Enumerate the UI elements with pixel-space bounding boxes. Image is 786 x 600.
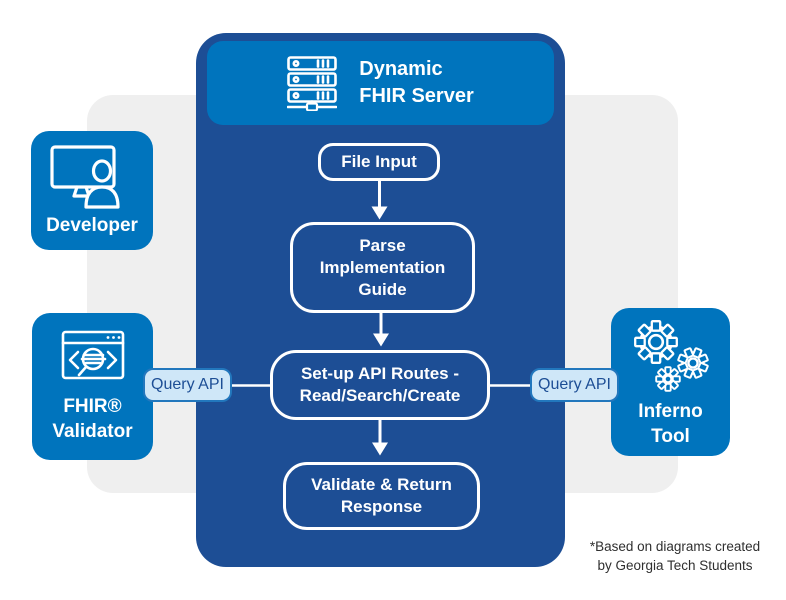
flow-step-parse-implementation-guide: Parse Implementation Guide (290, 222, 475, 313)
server-rack-icon (287, 55, 338, 111)
actor-label: Validator (52, 420, 133, 442)
title-line: FHIR Server (359, 85, 474, 107)
query-api-text: Query API (151, 376, 224, 393)
flow-step-label: Response (340, 497, 423, 516)
attribution-note: *Based on diagrams created by Georgia Te… (572, 537, 778, 575)
header-dynamic-fhir-server: Dynamic FHIR Server (207, 41, 554, 125)
page-title: Dynamic FHIR Server (359, 56, 474, 110)
actor-label: FHIR® (63, 395, 122, 417)
attribution-line: by Georgia Tech Students (597, 558, 753, 573)
flow-step-setup-api-routes: Set-up API Routes - Read/Search/Create (270, 350, 490, 420)
gears-icon (631, 315, 711, 393)
title-line: Dynamic (359, 58, 443, 80)
code-validator-browser-icon (61, 330, 125, 388)
flow-step-validate-return-response: Validate & Return Response (283, 462, 480, 530)
flow-step-label: Validate & Return (311, 475, 452, 494)
flow-step-label: File Input (341, 152, 417, 171)
actor-developer: Developer (31, 131, 153, 250)
flow-step-label: Parse (359, 235, 406, 255)
flow-step-label: Read/Search/Create (299, 386, 461, 405)
flow-step-label: Implementation (319, 257, 446, 277)
flow-step-file-input: File Input (318, 143, 440, 181)
developer-monitor-user-icon (50, 144, 134, 209)
query-api-text: Query API (538, 376, 611, 393)
query-api-label-right: Query API (530, 368, 619, 402)
actor-label: Inferno (638, 401, 703, 422)
query-api-label-left: Query API (143, 368, 232, 402)
actor-inferno-tool: Inferno Tool (611, 308, 730, 456)
actor-label: Tool (651, 426, 690, 447)
actor-fhir-validator: FHIR® Validator (32, 313, 153, 460)
flow-step-label: Guide (358, 279, 407, 299)
flow-step-label: Set-up API Routes - (300, 364, 460, 383)
attribution-line: *Based on diagrams created (589, 539, 761, 554)
actor-label: Developer (46, 214, 138, 236)
